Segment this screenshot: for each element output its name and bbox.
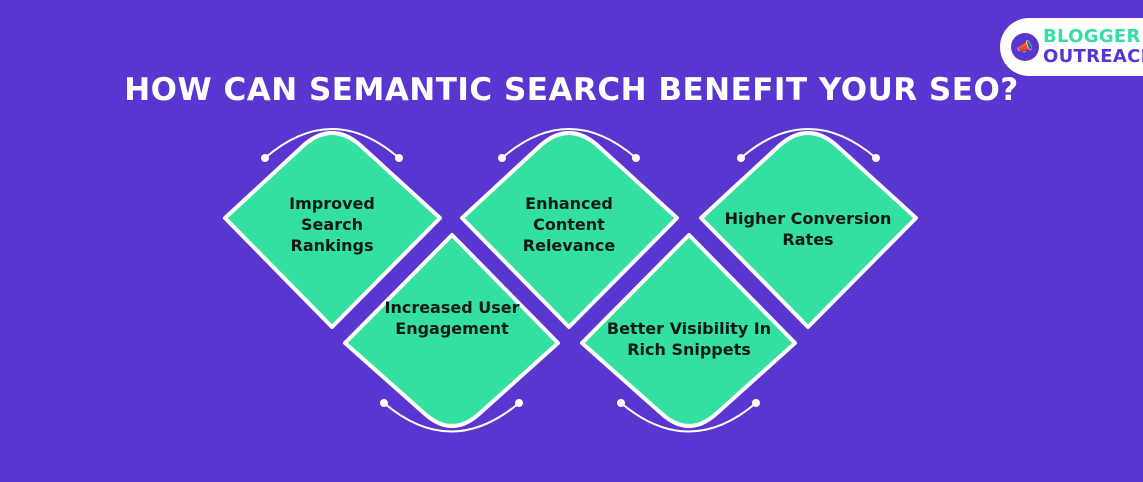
benefit-card-1 — [223, 131, 442, 329]
page-title: HOW CAN SEMANTIC SEARCH BENEFIT YOUR SEO… — [124, 72, 1019, 108]
arc-decoration-top-3 — [740, 128, 877, 159]
benefit-card-5 — [699, 131, 918, 329]
arc-dot — [380, 399, 388, 407]
benefit-label-improved-search-rankings: Improved Search Rankings — [289, 194, 375, 255]
arc-dot — [498, 154, 506, 162]
arc-dot — [737, 154, 745, 162]
blogger-outreach-logo: 📣 BLOGGER OUTREACH — [1000, 18, 1143, 76]
arc-dot — [752, 399, 760, 407]
benefit-card-3 — [460, 131, 679, 329]
arc-decoration-bottom-2 — [620, 402, 757, 433]
benefit-label-better-visibility-in-rich-snippets: Better Visibility In Rich Snippets — [606, 319, 772, 359]
arc-decoration-top-1 — [264, 128, 400, 159]
benefit-label-increased-user-engagement: Increased User Engagement — [384, 298, 520, 338]
arc-dot — [617, 399, 625, 407]
benefit-label-enhanced-content-relevance: Enhanced Content Relevance — [522, 194, 616, 255]
benefit-label-higher-conversion-rates: Higher Conversion Rates — [724, 209, 892, 249]
logo-line-2: OUTREACH — [1043, 46, 1143, 67]
logo-line-1: BLOGGER — [1043, 26, 1141, 47]
arc-dot — [395, 154, 403, 162]
logo-text: BLOGGER OUTREACH — [1043, 27, 1143, 67]
arc-dot — [261, 154, 269, 162]
arc-dot — [872, 154, 880, 162]
arc-dot — [632, 154, 640, 162]
benefit-card-4 — [580, 233, 797, 428]
megaphone-icon: 📣 — [1011, 33, 1039, 61]
arc-dot — [515, 399, 523, 407]
benefit-card-2 — [343, 233, 560, 428]
arc-decoration-bottom-1 — [383, 402, 520, 433]
arc-decoration-top-2 — [501, 128, 637, 159]
